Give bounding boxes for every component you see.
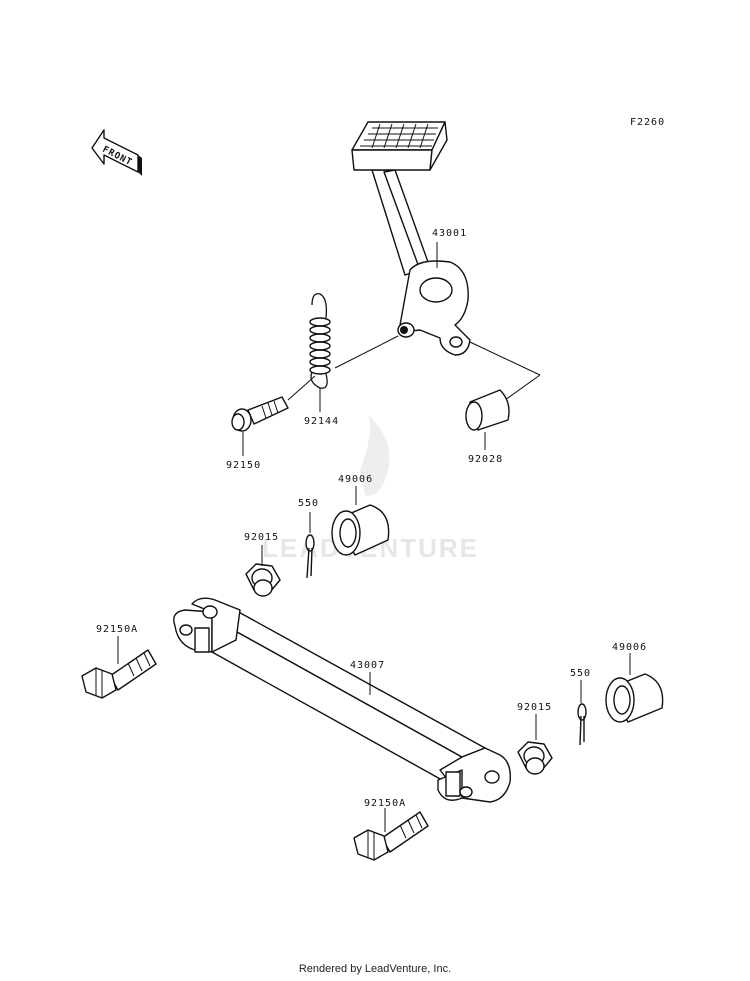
bolt-left	[81, 649, 157, 699]
brake-pedal	[351, 121, 471, 356]
label-92150A-lower: 92150A	[364, 798, 406, 809]
footer-credit: Rendered by LeadVenture, Inc.	[298, 963, 452, 975]
front-arrow-icon: FRONT	[91, 129, 142, 176]
label-92015-upper: 92015	[244, 532, 279, 543]
diagram-code: F2260	[630, 117, 665, 128]
label-550-upper: 550	[298, 498, 319, 509]
return-spring	[309, 293, 331, 389]
label-92015-lower: 92015	[517, 702, 552, 713]
label-92150A-left: 92150A	[96, 624, 138, 635]
nut-upper	[245, 563, 281, 597]
cap-upper	[331, 504, 390, 556]
label-43001: 43001	[432, 228, 467, 239]
label-92144: 92144	[304, 416, 339, 427]
cap-lower	[605, 673, 664, 723]
label-49006-upper: 49006	[338, 474, 373, 485]
bushing	[465, 341, 541, 431]
label-43007: 43007	[350, 660, 385, 671]
pivot-bolt	[231, 396, 289, 432]
cotter-pin-upper	[305, 534, 315, 579]
label-49006-lower: 49006	[612, 642, 647, 653]
nut-lower	[517, 741, 553, 775]
cotter-pin-lower	[577, 703, 587, 746]
bolt-lower	[353, 811, 429, 861]
label-92028: 92028	[468, 454, 503, 465]
label-550-lower: 550	[570, 668, 591, 679]
brake-rod	[173, 597, 511, 803]
label-92150: 92150	[226, 460, 261, 471]
